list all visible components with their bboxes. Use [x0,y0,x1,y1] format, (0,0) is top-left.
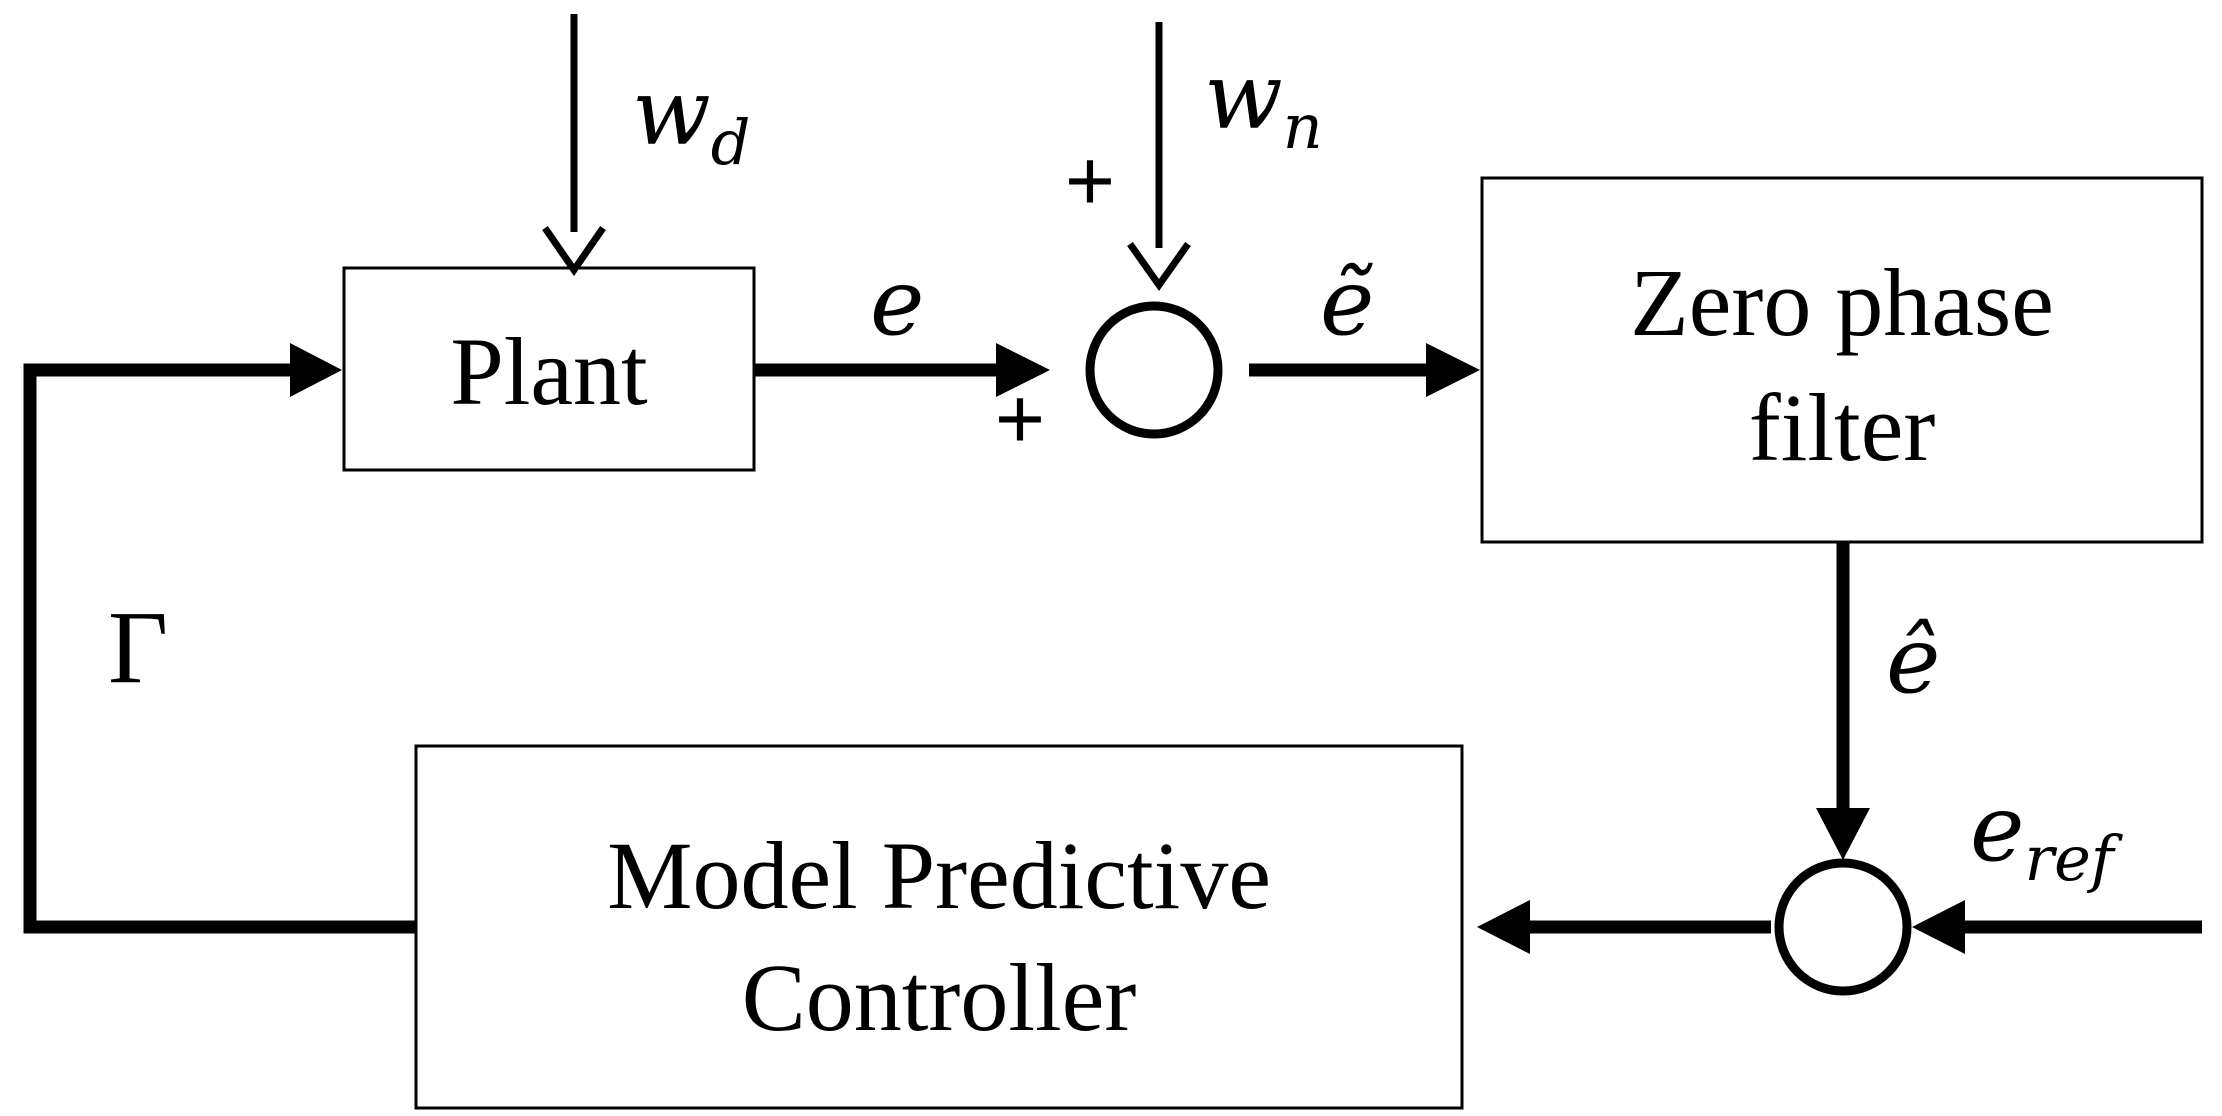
error-sign: + [995,371,1045,467]
controller-input-arrow [1477,900,1771,954]
feedback-path-arrow [23,343,416,934]
reference-arrow [1912,900,2202,954]
model-predictive-controller-block: Model Predictive Controller [414,744,1464,1110]
reference-label: eref [1970,775,2124,895]
filtered-error-label: ê [1886,607,1940,714]
noise-summing-junction [1085,301,1223,439]
control-input-label: Γ [108,590,168,705]
reference-summing-junction [1774,858,1912,996]
controller-label-line-1: Model Predictive [607,822,1271,929]
plant-block: Plant [342,266,756,472]
filter-label-line-1: Zero phase [1630,249,2054,356]
noise-label: wn [1204,43,1323,163]
noise-arrow [1127,22,1191,292]
disturbance-arrow [542,14,606,277]
disturbance-label: wd [632,59,750,179]
plant-label: Plant [450,318,648,425]
zero-phase-filter-block: Zero phase filter [1480,176,2204,544]
noise-sign: + [1065,133,1115,229]
controller-label-line-2: Controller [742,944,1137,1051]
plant-output-arrow [754,343,1050,397]
noisy-error-label: ẽ [1320,249,1374,356]
error-label: e [870,249,924,356]
filter-label-line-2: filter [1749,374,1936,481]
noisy-error-arrow [1249,343,1480,397]
filtered-error-arrow [1816,542,1870,860]
